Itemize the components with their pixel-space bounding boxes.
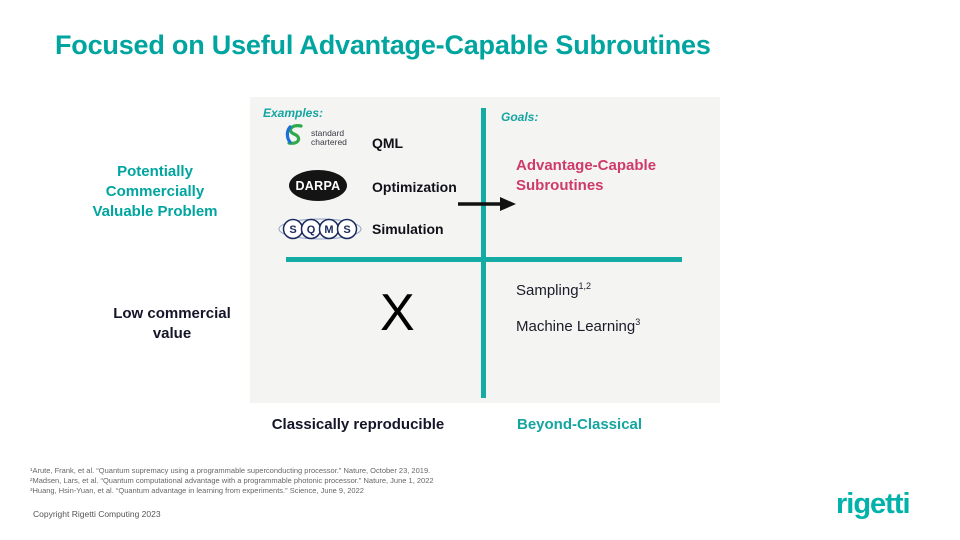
sqms-letter-s1: S	[289, 224, 296, 236]
example-label-simulation: Simulation	[372, 221, 444, 237]
y-axis-label-top: Potentially Commercially Valuable Proble…	[92, 163, 218, 220]
sqms-letter-q: Q	[307, 224, 316, 236]
goal-text: Advantage-Capable Subroutines	[516, 157, 657, 194]
right-arrow-icon	[458, 197, 516, 211]
standard-chartered-logo: standard chartered	[283, 123, 347, 152]
example-label-qml: QML	[372, 135, 404, 151]
beyond-item-machine-learning: Machine Learning3	[516, 317, 640, 335]
darpa-logo-text: DARPA	[295, 178, 341, 193]
footnote-3: ³Huang, Hsin-Yuan, et al. “Quantum advan…	[30, 486, 364, 495]
horizontal-axis-line	[286, 257, 682, 262]
standard-chartered-text-line2: chartered	[311, 136, 347, 147]
beyond-item-sampling: Sampling1,2	[516, 281, 591, 299]
beyond-item-sampling-sup: 1,2	[578, 281, 592, 291]
footnote-2: ²Madsen, Lars, et al. “Quantum computati…	[30, 476, 434, 485]
footnotes: ¹Arute, Frank, et al. “Quantum supremacy…	[30, 466, 434, 496]
rigetti-logo: rigetti	[836, 488, 911, 520]
standard-chartered-mark-icon	[283, 123, 307, 152]
beyond-item-machine-learning-sup: 3	[635, 317, 641, 327]
beyond-item-sampling-text: Sampling	[516, 282, 579, 299]
slide-title: Focused on Useful Advantage-Capable Subr…	[55, 30, 711, 60]
x-axis-label-right: Beyond-Classical	[517, 416, 643, 433]
examples-heading: Examples:	[263, 106, 324, 120]
footnote-1: ¹Arute, Frank, et al. “Quantum supremacy…	[30, 466, 431, 475]
sqms-letter-m: M	[324, 224, 333, 236]
goals-heading: Goals:	[501, 110, 539, 124]
vertical-axis-line	[481, 108, 486, 398]
darpa-logo: DARPA	[289, 170, 347, 201]
y-axis-label-bottom: Low commercial value	[113, 305, 231, 342]
standard-chartered-logo-text: standard chartered	[311, 127, 347, 147]
sqms-logo: S Q M S	[277, 215, 363, 248]
sqms-letter-s2: S	[343, 224, 350, 236]
x-axis-label-left: Classically reproducible	[271, 416, 445, 433]
example-label-optimization: Optimization	[372, 179, 457, 195]
standard-chartered-text-line1: standard	[311, 127, 345, 138]
x-marker: X	[380, 284, 415, 342]
copyright-text: Copyright Rigetti Computing 2023	[33, 509, 161, 519]
beyond-item-machine-learning-text: Machine Learning	[516, 318, 636, 335]
quadrant-panel: Examples: Goals: standard chartered QML …	[250, 97, 720, 403]
